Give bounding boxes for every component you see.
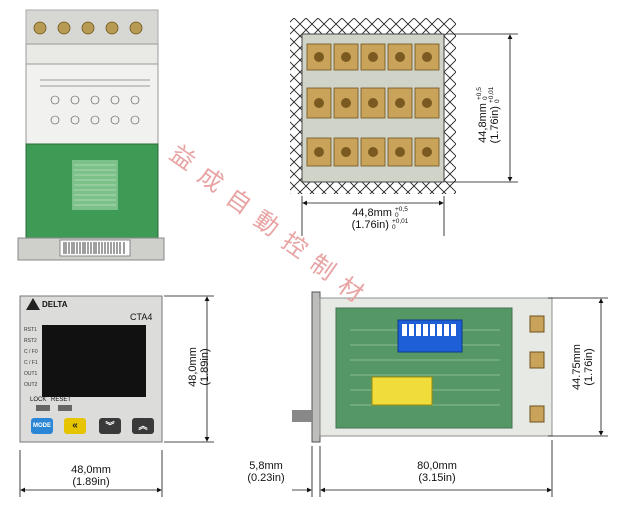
back-view-photo <box>17 9 165 261</box>
reset-label: RESET <box>51 397 72 403</box>
bezel-depth-mm: 5,8mm <box>249 460 283 472</box>
cutout-height-mm: 44,8mm <box>477 103 489 143</box>
indicator-cf1: C / F1 <box>24 360 38 366</box>
side-view-drawing <box>292 291 608 497</box>
indicator-out1: OUT1 <box>24 371 38 377</box>
panel-cutout-diagram <box>290 18 518 236</box>
side-height-mm: 44.75mm <box>571 344 583 390</box>
brand-label: DELTA <box>42 300 68 309</box>
side-height-in: (1.76in) <box>583 348 595 386</box>
indicator-rst2: RST2 <box>24 338 37 344</box>
mode-button[interactable]: MODE <box>31 418 53 434</box>
model-label: CTA4 <box>130 312 153 322</box>
front-view-drawing <box>19 295 214 497</box>
indicator-cf0: C / F0 <box>24 349 38 355</box>
indicator-out2: OUT2 <box>24 382 38 388</box>
cutout-width-in: (1.76in) <box>351 219 389 231</box>
front-width-in: (1.89in) <box>72 476 110 488</box>
front-width-mm: 48,0mm <box>71 464 111 476</box>
lock-label: LOCK <box>30 397 47 403</box>
front-width-dim: 48,0mm (1.89in) <box>46 464 136 488</box>
front-height-in: (1.89in) <box>199 348 211 386</box>
indicator-rst1: RST1 <box>24 327 37 333</box>
body-depth-mm: 80,0mm <box>417 460 457 472</box>
down-button[interactable]: ︾ <box>99 418 121 434</box>
bezel-depth-dim: 5,8mm (0.23in) <box>234 460 298 484</box>
bezel-depth-in: (0.23in) <box>247 472 285 484</box>
front-height-dim: 48,0mm (1.89in) <box>187 317 213 417</box>
cutout-height-in: (1.76in) <box>489 106 501 144</box>
body-depth-dim: 80,0mm (3.15in) <box>392 460 482 484</box>
shift-button[interactable]: « <box>64 418 86 434</box>
up-button[interactable]: ︽ <box>132 418 154 434</box>
side-height-dim: 44.75mm (1.76in) <box>571 315 597 419</box>
cutout-width-mm: 44,8mm <box>352 207 392 219</box>
front-height-mm: 48,0mm <box>187 347 199 387</box>
body-depth-in: (3.15in) <box>418 472 456 484</box>
